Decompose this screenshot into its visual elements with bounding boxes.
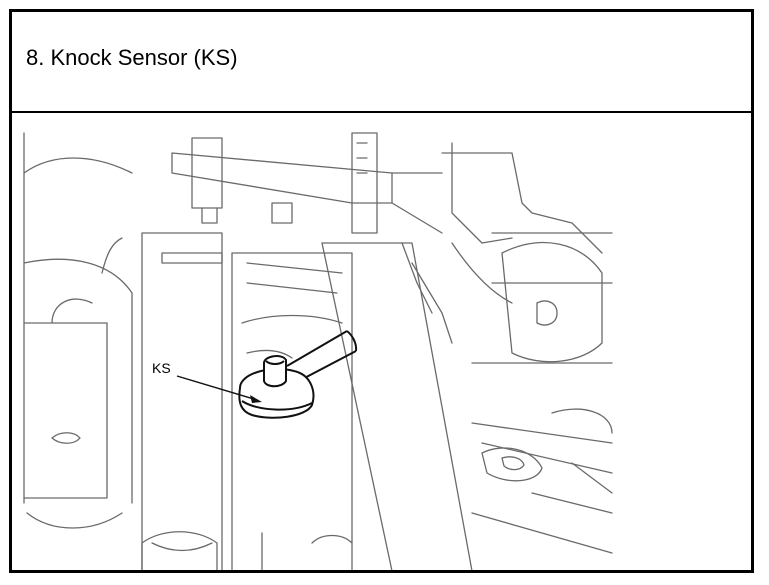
title-row: 8. Knock Sensor (KS) (12, 12, 751, 113)
page-title: 8. Knock Sensor (KS) (26, 45, 238, 70)
engine-line-drawing: KS (23, 132, 613, 570)
callout-label: KS (152, 360, 171, 376)
document-frame: 8. Knock Sensor (KS) (9, 9, 754, 573)
knock-sensor (238, 355, 315, 419)
engine-illustration: KS (12, 113, 751, 570)
